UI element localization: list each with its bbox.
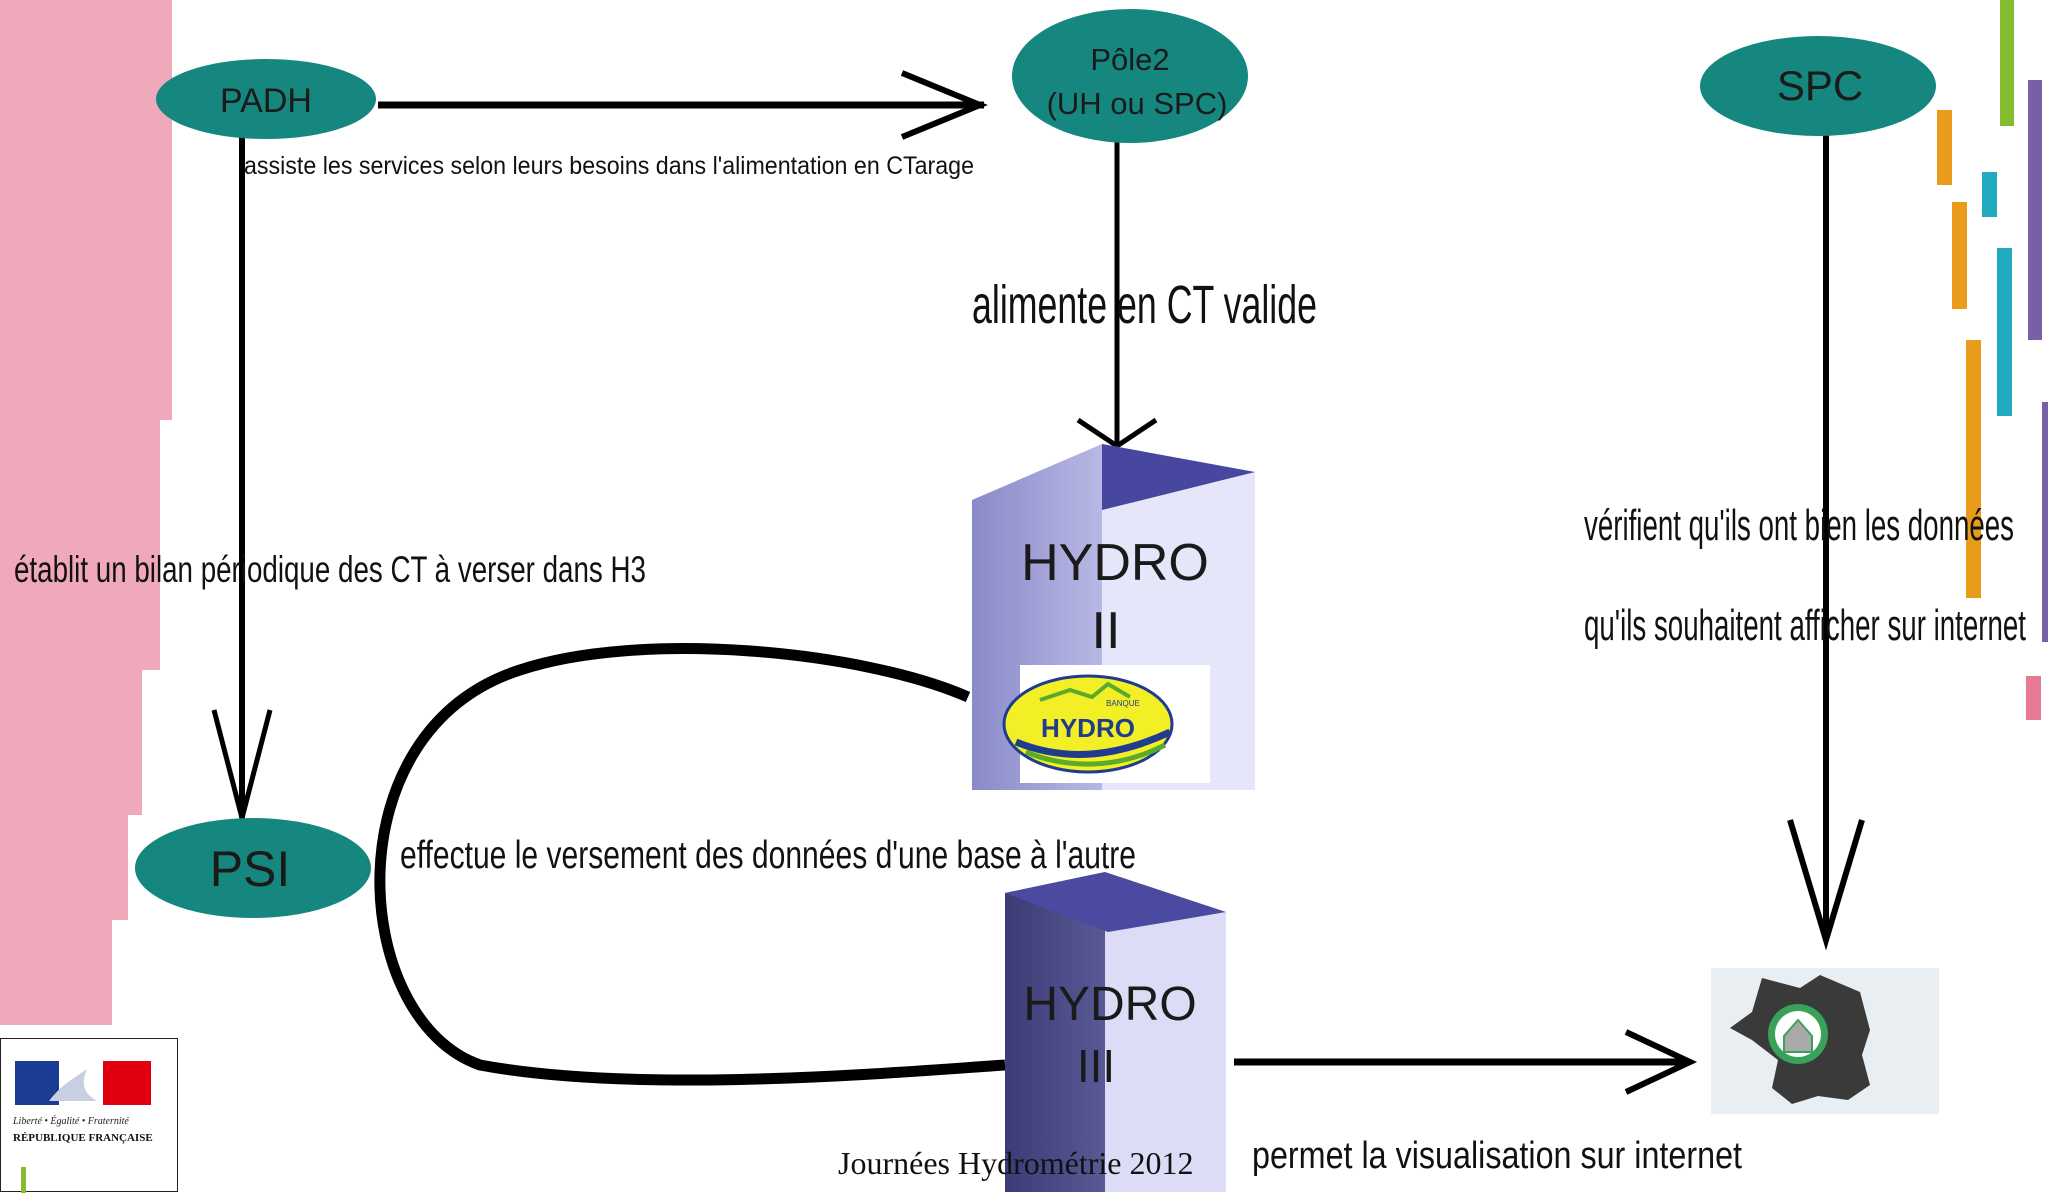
banque-hydro-logo-small-text: BANQUE <box>1106 699 1140 708</box>
node-pole2-label-line1: Pôle2 <box>1090 42 1169 77</box>
arrow-pole2-to-hydro2 <box>1076 140 1158 450</box>
label-spc-check-line1: vérifient qu'ils ont bien les données <box>1584 501 2014 550</box>
transfer-loop-connector <box>374 643 1006 1086</box>
node-padh-label: PADH <box>220 82 312 120</box>
hydro3-label-line2: III <box>1077 1040 1115 1092</box>
hydro2-label-line2: II <box>1092 602 1121 660</box>
hydro2-label-line1: HYDRO <box>1021 534 1209 592</box>
label-padh-to-pole2: assiste les services selon leurs besoins… <box>244 152 974 180</box>
logo-name: RÉPUBLIQUE FRANÇAISE <box>13 1132 153 1144</box>
right-decorative-stripes <box>1937 0 2048 720</box>
logo-motto: Liberté • Égalité • Fraternité <box>13 1116 129 1127</box>
arrow-hydro3-to-map <box>1234 1029 1698 1095</box>
logo-green-mark <box>21 1167 26 1193</box>
label-spc-check-line2: qu'ils souhaitent afficher sur internet <box>1584 601 2026 650</box>
database-hydro3: HYDRO III <box>1005 872 1226 1192</box>
node-psi: PSI <box>135 818 371 918</box>
arrow-padh-to-pole2 <box>378 70 988 140</box>
node-padh: PADH <box>156 59 376 139</box>
arrow-padh-to-psi <box>211 132 273 828</box>
label-psi-transfer: effectue le versement des données d'une … <box>400 834 1136 877</box>
banque-hydro-logo: BANQUE HYDRO <box>1002 665 1210 783</box>
banque-hydro-logo-text: HYDRO <box>1041 713 1135 743</box>
node-psi-label: PSI <box>210 841 291 897</box>
left-pink-band <box>0 0 172 1025</box>
node-pole2-label-line2: (UH ou SPC) <box>1047 86 1228 121</box>
label-pole2-to-hydro2: alimente en CT valide <box>972 275 1317 335</box>
france-map-icon <box>1711 968 1939 1114</box>
label-hydro3-to-map: permet la visualisation sur internet <box>1252 1135 1742 1177</box>
node-pole2: Pôle2 (UH ou SPC) <box>1012 9 1248 143</box>
arrow-spc-to-map <box>1787 135 1865 951</box>
label-padh-to-psi: établit un bilan périodique des CT à ver… <box>14 549 646 590</box>
footer-event-title: Journées Hydrométrie 2012 <box>838 1145 1194 1181</box>
database-hydro2: HYDRO II BANQUE HYDRO <box>972 444 1255 790</box>
marianne-flag-emblem <box>15 1061 151 1105</box>
node-spc: SPC <box>1700 36 1936 136</box>
republique-francaise-logo: Liberté • Égalité • Fraternité RÉPUBLIQU… <box>0 1038 178 1193</box>
hydro3-label-line1: HYDRO <box>1023 978 1196 1031</box>
node-spc-label: SPC <box>1777 62 1863 109</box>
